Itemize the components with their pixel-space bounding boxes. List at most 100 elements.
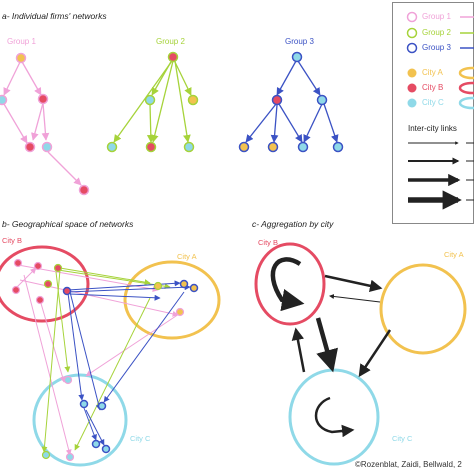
g2-node-city-c [144, 94, 156, 106]
b-city-c-label: City C [130, 434, 151, 443]
g2-node-city-b [145, 141, 157, 153]
group3-nodes [238, 51, 344, 153]
g3-edge [270, 104, 279, 143]
b-city-a-ellipse [123, 260, 221, 340]
b-edge [103, 291, 185, 403]
g1-node-city-c [41, 141, 53, 153]
b-node [175, 307, 185, 317]
legend-city-c-label: City C [422, 98, 444, 107]
b-node [179, 279, 189, 289]
b-edge [85, 409, 105, 446]
panel-b-title: b- Geographical space of networks [2, 219, 134, 229]
b-edge [83, 407, 97, 441]
g1-node-city-a [15, 52, 27, 64]
g2-edge [113, 60, 173, 143]
b-node [53, 263, 63, 273]
b-node [101, 444, 111, 454]
g1-node-city-b [37, 93, 49, 105]
g3-edge [278, 103, 303, 143]
b-node [35, 295, 45, 305]
legend-group1-label: Group 1 [422, 12, 451, 21]
legend-city-a-swatch [407, 68, 417, 78]
b-node [33, 261, 43, 271]
g1-node-city-b [78, 184, 90, 196]
g3-edge [297, 60, 321, 96]
b-node [63, 375, 73, 385]
g1-node-city-c [0, 94, 8, 106]
group2-title: Group 2 [156, 37, 185, 46]
b-edge [57, 269, 171, 290]
b-edge [69, 293, 161, 301]
b-edge [55, 271, 71, 373]
b-node [97, 401, 107, 411]
g2-edge [150, 60, 174, 143]
c-link-c-b [291, 327, 306, 373]
legend-group3-label: Group 3 [422, 43, 451, 52]
g3-node-city-c [316, 94, 328, 106]
g1-node-city-b [24, 141, 36, 153]
b-edge [67, 292, 85, 401]
g2-node-city-c [106, 141, 118, 153]
g2-edge [174, 60, 191, 143]
b-edge [85, 311, 183, 377]
group2-network [113, 59, 192, 143]
legend-city-a-label: City A [422, 68, 443, 77]
b-edge [74, 297, 151, 451]
panel-a-title: a- Individual firms' networks [2, 11, 107, 21]
b-edge [23, 274, 72, 456]
panel-c-title: c- Aggregation by city [252, 219, 334, 229]
group1-nodes [0, 52, 90, 196]
g3-node-city-a [267, 141, 279, 153]
legend-city-b-swatch [407, 83, 417, 93]
b-node [11, 285, 21, 295]
c-city-c-label: City C [392, 434, 413, 443]
c-city-b-label: City B [258, 238, 279, 247]
g3-node-city-c [297, 141, 309, 153]
g2-edge [173, 59, 192, 96]
c-link-b-a [324, 274, 383, 292]
g3-node-city-a [238, 141, 250, 153]
b-pink-links [13, 264, 183, 456]
credit-text: ©Rozenblat, Zaidi, Bellwald, 2 [355, 460, 462, 469]
g3-edge [276, 60, 297, 96]
g3-edge [303, 103, 323, 143]
b-node [153, 281, 163, 291]
b-city-a-label: City A [177, 252, 197, 261]
group1-title: Group 1 [7, 37, 36, 46]
b-edge [69, 291, 102, 411]
g2-edge [146, 103, 155, 143]
legend-graphics [406, 11, 474, 210]
g3-node-city-c [291, 51, 303, 63]
b-edge [39, 299, 66, 383]
g1-edge [47, 151, 82, 186]
group1-network [3, 59, 82, 186]
g3-node-city-c [332, 141, 344, 153]
group3-network [245, 60, 339, 143]
b-node [13, 258, 23, 268]
b-node [65, 452, 75, 462]
g1-edge [41, 102, 50, 141]
g1-edge [3, 103, 28, 144]
g1-edge [3, 59, 22, 96]
legend-group3-swatch [406, 42, 418, 54]
c-link-a-b [329, 293, 381, 303]
c-links [270, 257, 392, 438]
g1-edge [31, 102, 44, 141]
b-edge [59, 267, 151, 286]
c-city-b-ellipse [254, 242, 326, 326]
legend-group2-swatch [406, 27, 418, 39]
b-node [41, 450, 51, 460]
c-link-a-c [358, 329, 392, 378]
b-nodes [11, 258, 199, 462]
b-city-c-ellipse [32, 373, 128, 467]
g1-edge [20, 59, 42, 96]
c-link-c-self [314, 396, 355, 438]
b-city-b-label: City B [2, 236, 23, 245]
c-link-b-self [270, 257, 305, 312]
b-edge [41, 269, 61, 453]
b-edge [67, 284, 191, 293]
legend-group1-swatch [406, 11, 418, 23]
b-node [189, 283, 199, 293]
g3-edge [245, 103, 277, 143]
